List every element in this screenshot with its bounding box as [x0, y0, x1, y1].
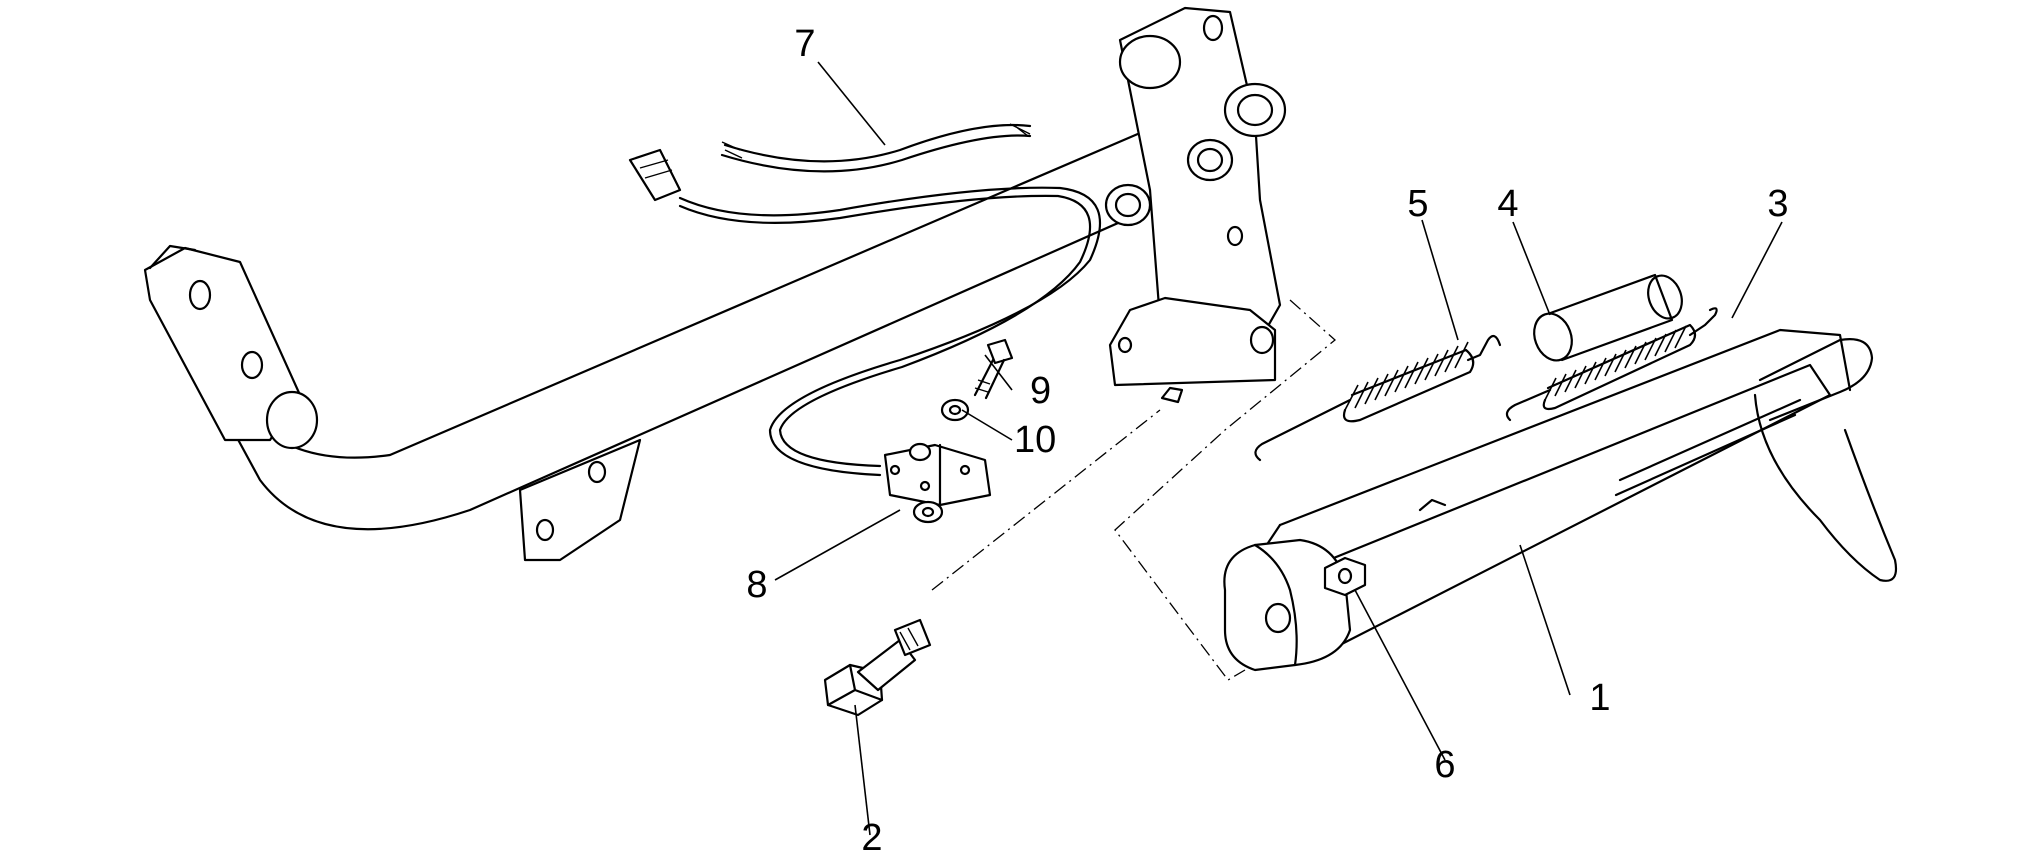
side-stand-1	[1223, 328, 1898, 672]
callout-1: 1	[1589, 677, 1610, 719]
callout-6: 6	[1434, 744, 1455, 786]
callout-4: 4	[1497, 183, 1518, 225]
leader-lines	[774, 61, 1783, 836]
callout-3: 3	[1767, 183, 1788, 225]
screw-9	[973, 338, 1014, 400]
pivot-bolt-2	[823, 618, 932, 717]
bushing-4	[1533, 273, 1683, 362]
assembly-axis-lines	[931, 299, 1337, 681]
callout-8: 8	[746, 564, 767, 606]
washer-10	[940, 398, 970, 422]
callout-7: 7	[794, 23, 815, 65]
frame-bracket	[143, 6, 1287, 562]
callout-numbers: 7 5 4 3 9 10 8 1 6 2	[746, 23, 1788, 855]
spring-3	[1505, 307, 1718, 422]
callout-10: 10	[1014, 419, 1056, 461]
spring-5	[1254, 334, 1502, 462]
wire-harness-7	[628, 123, 1102, 477]
callout-2: 2	[861, 817, 882, 855]
callout-5: 5	[1407, 183, 1428, 225]
stand-switch-8	[883, 442, 992, 524]
callout-9: 9	[1030, 370, 1051, 412]
